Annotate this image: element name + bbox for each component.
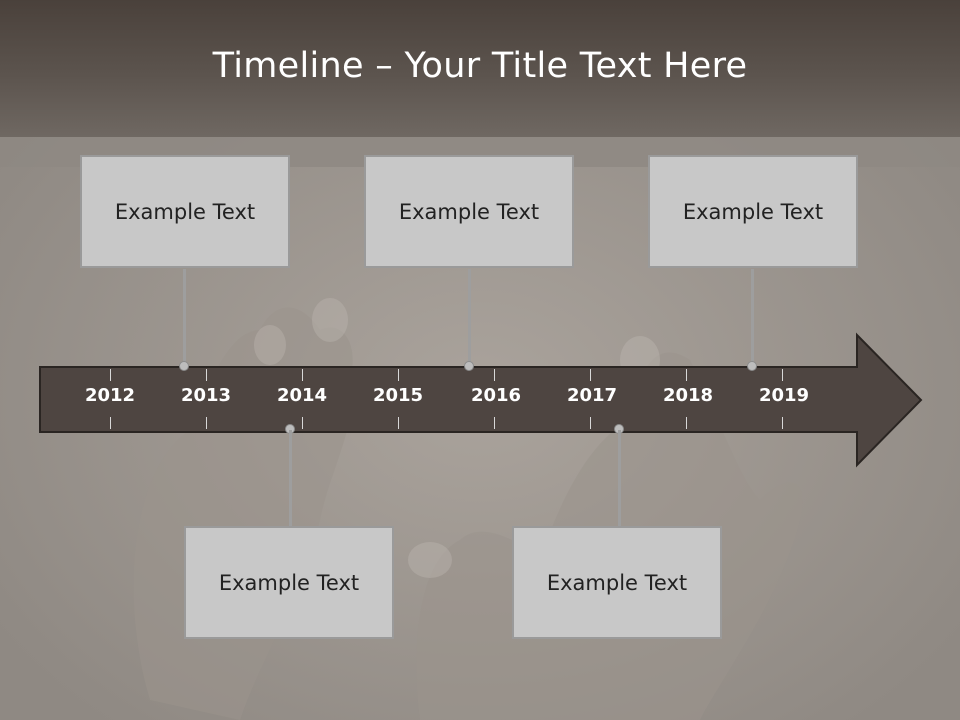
connector-dot-top-1 [179,361,189,371]
year-label-2012: 2012 [84,385,136,406]
connector-bottom-2 [618,430,621,526]
tick-2015-b [398,417,399,429]
connector-bottom-1 [289,430,292,526]
tick-2014-b [302,417,303,429]
tick-2012 [110,369,111,381]
tick-2018 [686,369,687,381]
connector-top-2 [468,269,471,365]
tick-2012-b [110,417,111,429]
year-label-2017: 2017 [566,385,618,406]
timeline-box-text: Example Text [218,570,360,595]
timeline-box-text: Example Text [682,199,824,224]
year-label-2016: 2016 [470,385,522,406]
slide-title: Timeline – Your Title Text Here [212,46,748,86]
tick-2016 [494,369,495,381]
timeline-box-bottom-2: Example Text [512,526,722,639]
connector-dot-top-2 [464,361,474,371]
tick-2017 [590,369,591,381]
year-label-2013: 2013 [180,385,232,406]
tick-2014 [302,369,303,381]
tick-2015 [398,369,399,381]
year-label-2014: 2014 [276,385,328,406]
title-bar [0,0,960,137]
tick-2019-b [782,417,783,429]
year-label-2015: 2015 [372,385,424,406]
tick-2017-b [590,417,591,429]
tick-2018-b [686,417,687,429]
connector-dot-top-3 [747,361,757,371]
timeline-box-top-2: Example Text [364,155,574,268]
year-label-2018: 2018 [662,385,714,406]
timeline-box-top-3: Example Text [648,155,858,268]
timeline-box-text: Example Text [114,199,256,224]
tick-2013 [206,369,207,381]
tick-2013-b [206,417,207,429]
timeline-box-bottom-1: Example Text [184,526,394,639]
timeline-box-top-1: Example Text [80,155,290,268]
connector-top-1 [183,269,186,365]
timeline-box-text: Example Text [546,570,688,595]
tick-2016-b [494,417,495,429]
connector-top-3 [751,269,754,365]
year-label-2019: 2019 [758,385,810,406]
timeline-box-text: Example Text [398,199,540,224]
tick-2019 [782,369,783,381]
